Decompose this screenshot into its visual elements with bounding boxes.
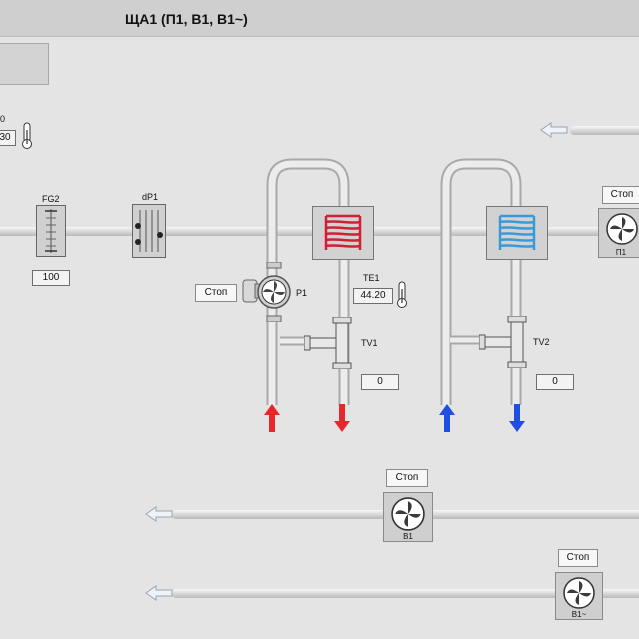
dp-label: dP1 <box>142 192 159 202</box>
cooling-loop-pipes <box>440 158 522 405</box>
panel-placeholder <box>0 43 49 85</box>
fan-v1[interactable]: В1 <box>383 492 433 542</box>
valve-tv1-value: 0 <box>361 374 399 390</box>
pump-label: P1 <box>296 288 308 298</box>
hot-supply-arrow-up-icon <box>264 404 280 432</box>
thermometer-icon <box>397 281 407 308</box>
filter-icon <box>36 205 66 257</box>
partial-value-box: 30 <box>0 130 16 146</box>
pump-icon[interactable] <box>241 262 293 322</box>
pressure-sensor-icon <box>132 204 166 258</box>
page-title: ЩА1 (П1, В1, В1~) <box>125 11 248 27</box>
heater-coil-icon <box>312 206 374 260</box>
fan-icon <box>606 213 638 245</box>
fan-v1b-label: В1~ <box>571 610 587 619</box>
fan-p1[interactable]: П1 <box>598 208 639 258</box>
te-value: 44.20 <box>353 288 393 304</box>
hot-return-arrow-down-icon <box>334 404 350 432</box>
valve-tv2-label: TV2 <box>533 337 550 347</box>
fan-v1b-stop-button[interactable]: Стоп <box>558 549 598 567</box>
valve-tv2-icon[interactable] <box>479 316 529 368</box>
cooler-coil-icon <box>486 206 548 260</box>
valve-tv2-value: 0 <box>536 374 574 390</box>
arrow-left-icon <box>145 506 173 522</box>
valve-tv1-label: TV1 <box>361 338 378 348</box>
filter-value: 100 <box>32 270 70 286</box>
return-air-duct <box>570 126 639 135</box>
fan-icon <box>563 577 595 609</box>
fan-v1-label: В1 <box>403 532 413 541</box>
te-label: TE1 <box>363 273 380 283</box>
fan-v1b[interactable]: В1~ <box>555 572 603 620</box>
fan-icon <box>391 497 425 531</box>
arrow-left-icon <box>145 585 173 601</box>
thermometer-icon <box>22 122 32 149</box>
arrow-left-icon <box>540 122 568 138</box>
cold-supply-arrow-up-icon <box>439 404 455 432</box>
partial-sensor-label: 0 <box>0 114 6 124</box>
pump-stop-button[interactable]: Стоп <box>195 284 237 302</box>
filter-label: FG2 <box>42 194 60 204</box>
fan-p1-label: П1 <box>615 248 627 257</box>
valve-tv1-icon[interactable] <box>304 317 354 369</box>
title-bar: ЩА1 (П1, В1, В1~) <box>0 0 639 37</box>
fan-p1-stop-button[interactable]: Стоп <box>602 186 639 204</box>
fan-v1-stop-button[interactable]: Стоп <box>386 469 428 487</box>
exhaust-duct-v1b <box>172 589 639 598</box>
supply-air-duct <box>0 227 615 236</box>
cold-return-arrow-down-icon <box>509 404 525 432</box>
